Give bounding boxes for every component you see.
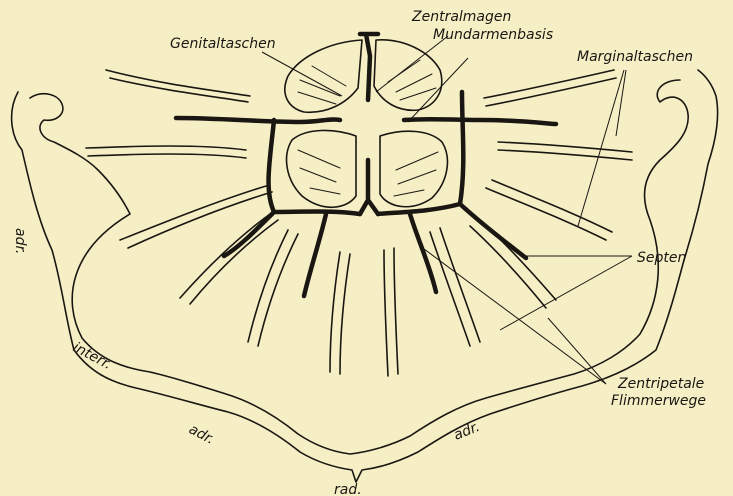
- genital-pouch-top-right: [374, 40, 442, 110]
- label-zentralmagen: Zentralmagen: [411, 9, 511, 25]
- label-adr-bottom-right: adr.: [452, 419, 482, 444]
- genital-pouch-bottom-right: [380, 131, 447, 207]
- label-marginaltaschen: Marginaltaschen: [577, 49, 693, 65]
- genital-pouch-top-left: [285, 40, 362, 112]
- label-flimmerwege: Flimmerwege: [611, 393, 706, 409]
- label-adr-left: adr.: [12, 228, 28, 254]
- label-adr-bottom-left: adr.: [186, 421, 217, 448]
- genital-pouch-bottom-left: [287, 130, 356, 207]
- radial-septa: [86, 70, 632, 376]
- label-rad: rad.: [334, 482, 362, 496]
- label-mundarmenbasis: Mundarmenbasis: [433, 27, 553, 43]
- umbrella-outline: [12, 70, 718, 482]
- label-zentripetale: Zentripetale: [617, 376, 704, 392]
- label-genitaltaschen: Genitaltaschen: [170, 36, 276, 52]
- label-septen: Septen: [637, 250, 686, 266]
- lappet-margin: [30, 80, 688, 454]
